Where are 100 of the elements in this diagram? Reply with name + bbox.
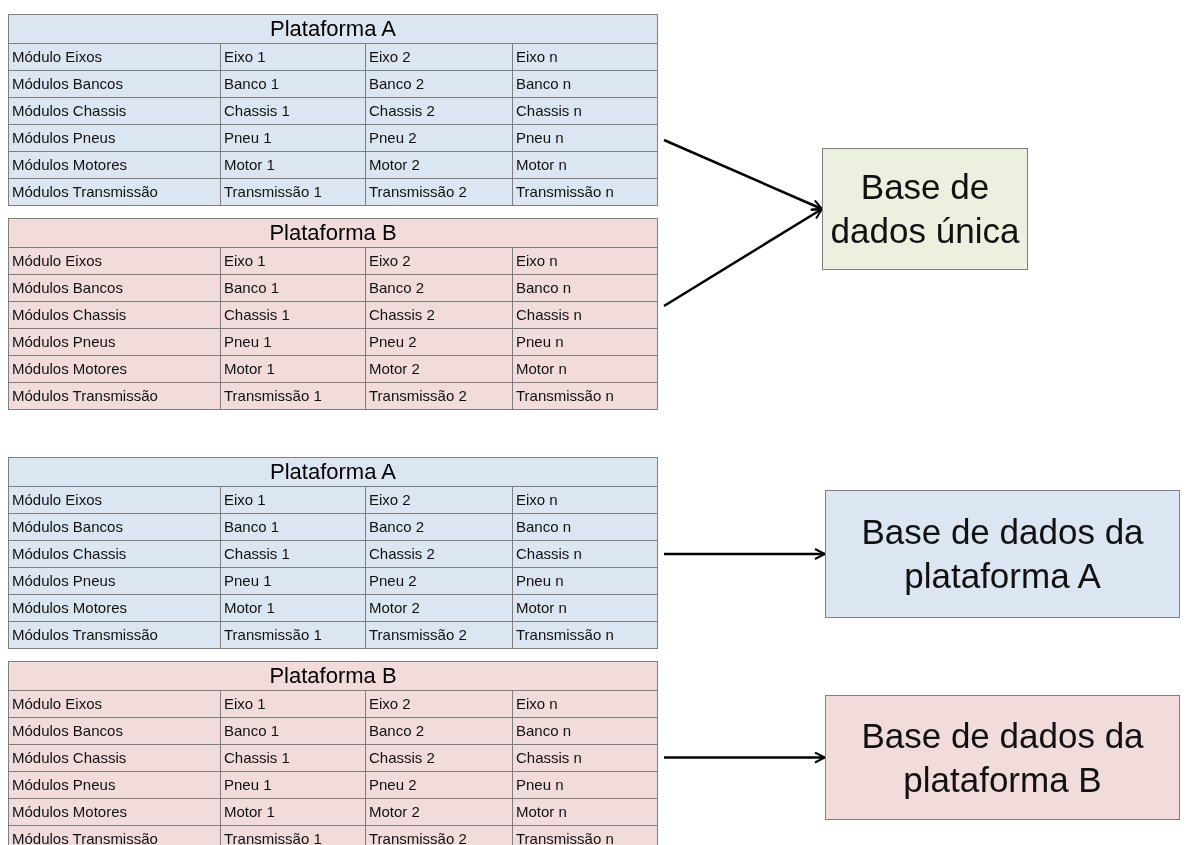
table-cell: Motor 1	[221, 152, 366, 179]
database-box	[822, 148, 1028, 270]
data-table	[8, 218, 658, 410]
table-cell: Chassis 1	[221, 98, 366, 125]
table-cell: Banco 1	[221, 718, 366, 745]
table-cell: Motor n	[513, 799, 657, 826]
table-cell: Eixo n	[513, 487, 657, 514]
data-table	[8, 661, 658, 845]
table-cell: Pneu 1	[221, 329, 366, 356]
table-cell: Banco 1	[221, 514, 366, 541]
table-cell: Módulos Motores	[9, 799, 221, 826]
table-cell: Módulos Bancos	[9, 275, 221, 302]
table-cell: Módulos Bancos	[9, 718, 221, 745]
table-cell: Pneu 2	[366, 568, 513, 595]
table-cell: Banco n	[513, 275, 657, 302]
table-cell: Pneu n	[513, 125, 657, 152]
table-cell: Módulo Eixos	[9, 691, 221, 718]
table-cell: Chassis 2	[366, 98, 513, 125]
database-box	[825, 490, 1180, 618]
table-title: Plataforma B	[9, 219, 657, 248]
table-cell: Transmissão 1	[221, 383, 366, 409]
table-cell: Módulos Chassis	[9, 541, 221, 568]
table-cell: Módulo Eixos	[9, 248, 221, 275]
table-cell: Módulos Pneus	[9, 329, 221, 356]
table-cell: Módulos Transmissão	[9, 826, 221, 845]
table-cell: Motor 2	[366, 152, 513, 179]
data-table	[8, 14, 658, 206]
box-label: Base de dados única	[829, 166, 1021, 252]
table-cell: Transmissão 1	[221, 179, 366, 205]
table-cell: Banco n	[513, 71, 657, 98]
table-cell: Módulo Eixos	[9, 487, 221, 514]
table-cell: Motor n	[513, 152, 657, 179]
table-cell: Motor 1	[221, 356, 366, 383]
table-cell: Eixo 2	[366, 248, 513, 275]
table-cell: Transmissão 2	[366, 622, 513, 648]
table-cell: Pneu 2	[366, 329, 513, 356]
table-cell: Banco 2	[366, 514, 513, 541]
table-cell: Eixo 2	[366, 487, 513, 514]
table-cell: Banco 1	[221, 71, 366, 98]
table-cell: Eixo 1	[221, 691, 366, 718]
table-cell: Módulos Bancos	[9, 71, 221, 98]
table-cell: Pneu 2	[366, 772, 513, 799]
table-cell: Pneu n	[513, 568, 657, 595]
table-cell: Pneu 2	[366, 125, 513, 152]
table-cell: Motor 1	[221, 595, 366, 622]
table-cell: Chassis 2	[366, 745, 513, 772]
table-cell: Módulo Eixos	[9, 44, 221, 71]
table-cell: Banco 2	[366, 275, 513, 302]
table-cell: Módulos Pneus	[9, 125, 221, 152]
data-table	[8, 457, 658, 649]
table-cell: Chassis n	[513, 98, 657, 125]
table-cell-text: Transmissão n	[515, 829, 615, 845]
table-cell: Transmissão 1	[221, 826, 366, 845]
table-cell: Eixo n	[513, 44, 657, 71]
table-cell: Pneu 1	[221, 772, 366, 799]
table-title: Plataforma A	[9, 458, 657, 487]
table-cell: Motor 2	[366, 595, 513, 622]
table-cell: Chassis n	[513, 541, 657, 568]
table-cell: Módulos Transmissão	[9, 622, 221, 648]
arrow	[663, 138, 823, 211]
table-cell: Pneu n	[513, 772, 657, 799]
table-title: Plataforma B	[9, 662, 657, 691]
table-cell: Transmissão 2	[366, 383, 513, 409]
box-label: Base de dados da plataforma B	[860, 714, 1145, 801]
table-cell: Chassis 2	[366, 541, 513, 568]
table-cell: Módulos Pneus	[9, 772, 221, 799]
box-label: Base de dados da plataforma A	[860, 511, 1145, 597]
table-cell: Eixo 1	[221, 44, 366, 71]
arrow	[664, 751, 826, 764]
table-cell: Módulos Motores	[9, 152, 221, 179]
table-cell: Motor n	[513, 595, 657, 622]
table-cell: Módulos Motores	[9, 356, 221, 383]
table-cell-text: Transmissão n	[515, 386, 615, 406]
table-cell: Módulos Chassis	[9, 98, 221, 125]
table-cell: Motor 2	[366, 356, 513, 383]
table-cell: Pneu 1	[221, 568, 366, 595]
table-cell: Banco 2	[366, 71, 513, 98]
table-cell: Eixo 2	[366, 44, 513, 71]
table-cell: Motor 2	[366, 799, 513, 826]
table-cell: Pneu 1	[221, 125, 366, 152]
table-cell: Chassis 1	[221, 541, 366, 568]
table-cell: Eixo 1	[221, 248, 366, 275]
table-cell: Banco 2	[366, 718, 513, 745]
table-cell: Pneu n	[513, 329, 657, 356]
table-cell: Módulos Bancos	[9, 514, 221, 541]
table-cell: Módulos Motores	[9, 595, 221, 622]
table-cell: Transmissão 2	[366, 179, 513, 205]
table-cell-text: Transmissão n	[515, 625, 615, 645]
table-cell: Transmissão 2	[366, 826, 513, 845]
table-cell: Banco n	[513, 718, 657, 745]
table-cell: Transmissão 1	[221, 622, 366, 648]
table-cell: Chassis n	[513, 745, 657, 772]
table-cell: Chassis 1	[221, 745, 366, 772]
table-cell: Módulos Chassis	[9, 745, 221, 772]
table-cell: Módulos Transmissão	[9, 383, 221, 409]
arrow	[664, 548, 826, 560]
table-cell: Chassis 1	[221, 302, 366, 329]
table-cell: Eixo n	[513, 691, 657, 718]
arrow	[663, 207, 823, 308]
table-cell: Chassis 2	[366, 302, 513, 329]
